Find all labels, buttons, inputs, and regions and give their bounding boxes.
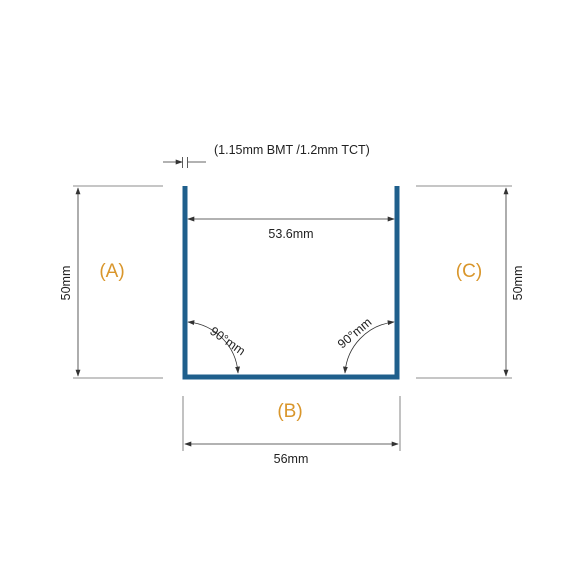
side-label-b: (B): [277, 401, 302, 422]
right-height-label: 50mm: [511, 266, 525, 301]
thickness-dimension: (1.15mm BMT /1.2mm TCT): [163, 143, 370, 168]
channel-profile: [182, 186, 400, 380]
right-height-dimension: 50mm: [416, 185, 525, 379]
left-angle-label: 90°mm: [207, 324, 248, 358]
inner-width-label: 53.6mm: [268, 227, 313, 241]
thickness-label: (1.15mm BMT /1.2mm TCT): [214, 143, 370, 157]
left-height-dimension: 50mm: [59, 185, 163, 379]
side-label-c: (C): [456, 261, 482, 282]
left-height-label: 50mm: [59, 266, 73, 301]
inner-width-dimension: 53.6mm: [187, 216, 395, 241]
right-angle-dimension: 90°mm: [335, 315, 395, 374]
left-angle-dimension: 90°mm: [187, 320, 248, 374]
outer-width-dimension: 56mm: [182, 396, 401, 466]
outer-width-label: 56mm: [274, 452, 309, 466]
side-label-a: (A): [99, 261, 124, 282]
